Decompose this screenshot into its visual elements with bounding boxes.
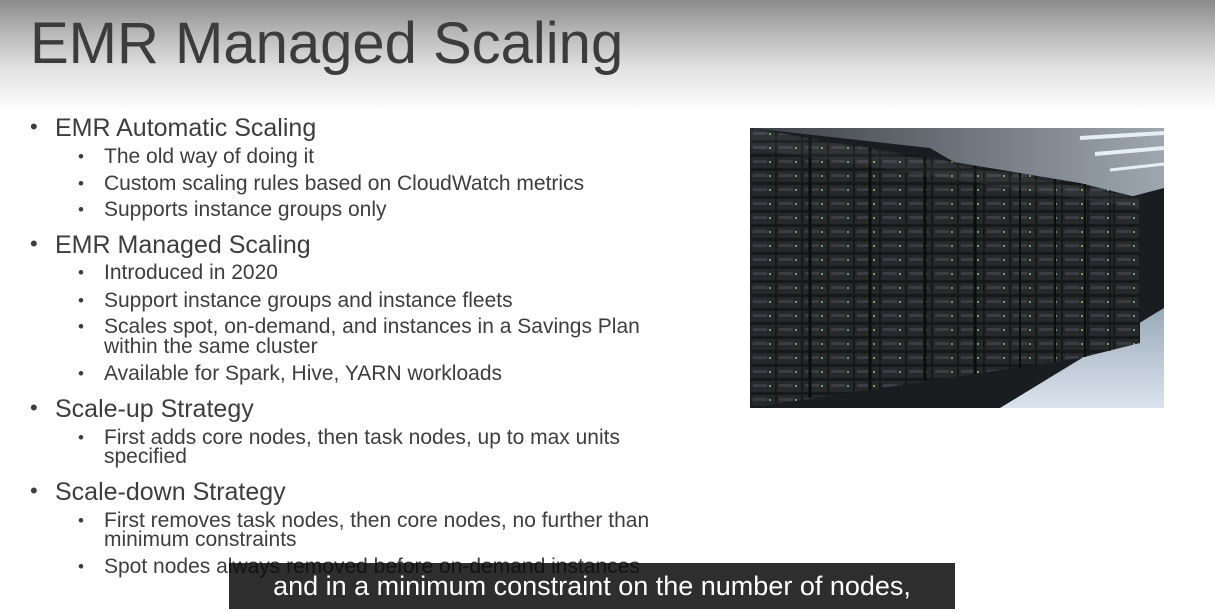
bullet-heading-managed-scaling: EMR Managed Scaling (30, 230, 311, 259)
bullet-item: Custom scaling rules based on CloudWatch… (78, 173, 584, 194)
bullet-heading-scale-down: Scale-down Strategy (30, 477, 286, 506)
video-subtitle: and in a minimum constraint on the numbe… (229, 563, 955, 609)
title-band (0, 0, 1215, 112)
bullet-item-continuation: minimum constraints (104, 528, 297, 551)
bullet-heading-automatic-scaling: EMR Automatic Scaling (30, 113, 316, 142)
bullet-item: First adds core nodes, then task nodes, … (78, 427, 620, 448)
slide-title: EMR Managed Scaling (30, 11, 624, 76)
bullet-item: Support instance groups and instance fle… (78, 290, 513, 311)
bullet-item: Supports instance groups only (78, 199, 386, 220)
bullet-item: Scales spot, on-demand, and instances in… (78, 316, 640, 337)
server-racks-photo (750, 128, 1164, 408)
bullet-item-continuation: specified (104, 445, 187, 468)
bullet-item: The old way of doing it (78, 146, 314, 167)
bullet-list: EMR Automatic Scaling The old way of doi… (0, 0, 740, 613)
bullet-item: Introduced in 2020 (78, 262, 278, 283)
bullet-item: First removes task nodes, then core node… (78, 510, 649, 531)
bullet-heading-scale-up: Scale-up Strategy (30, 394, 254, 423)
bullet-item-continuation: within the same cluster (104, 335, 318, 358)
bullet-item: Available for Spark, Hive, YARN workload… (78, 363, 502, 384)
